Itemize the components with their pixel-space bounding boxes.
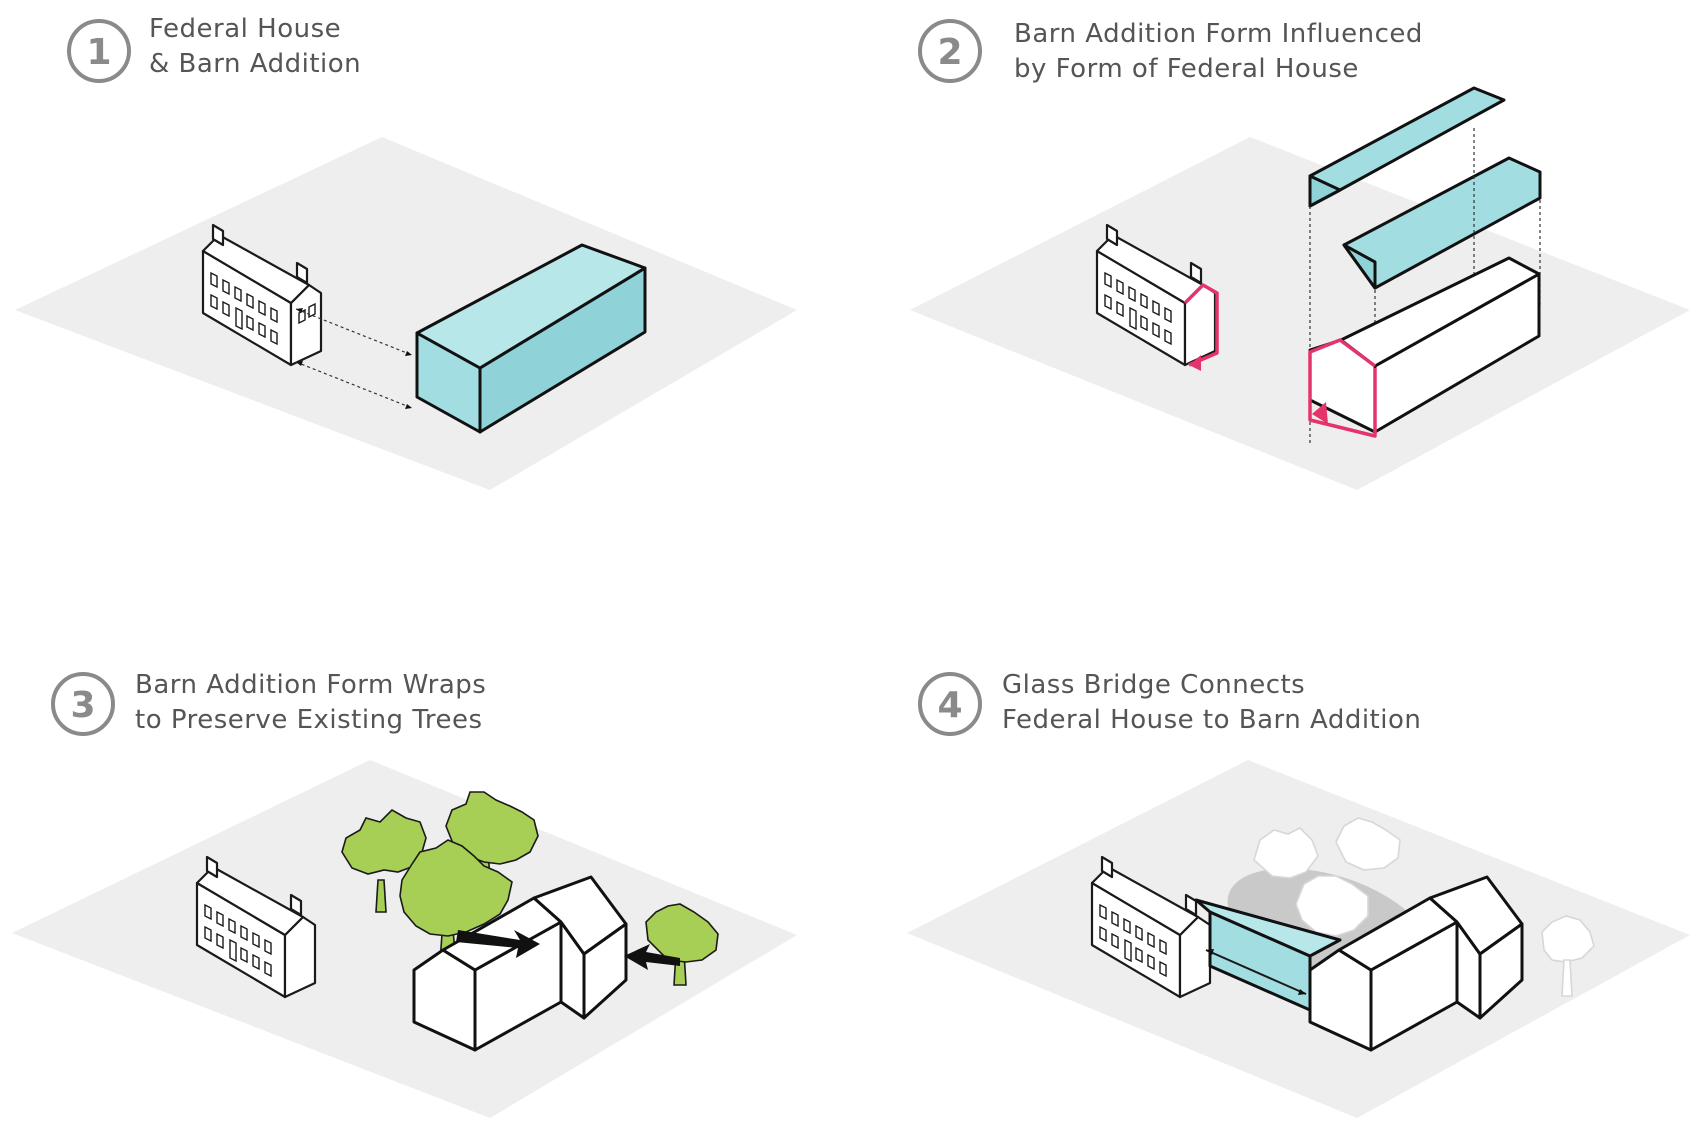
panel-title-line1: Barn Addition Form Wraps <box>135 670 486 700</box>
step-number: 4 <box>937 685 962 726</box>
glass-bridge <box>1194 898 1342 1012</box>
panel-1: 1 Federal House & Barn Addition <box>15 14 797 490</box>
panel-3: 3 Barn Addition Form Wraps to Preserve E… <box>12 670 797 1118</box>
ground-plane <box>15 137 797 490</box>
wrapped-barn-form <box>1308 875 1524 1052</box>
federal-house <box>1090 855 1212 999</box>
tree <box>341 809 427 913</box>
panel-2: 2 Barn Addition Form Influenced by Form … <box>910 19 1690 490</box>
federal-house <box>195 855 317 999</box>
step-badge-1: 1 <box>67 19 131 83</box>
existing-trees <box>341 791 719 986</box>
barn-volume-teal <box>415 243 647 434</box>
federal-house <box>1095 223 1219 371</box>
panel-title-line2: by Form of Federal House <box>1014 54 1359 84</box>
step-badge-3: 3 <box>51 672 115 736</box>
federal-house <box>201 223 323 367</box>
panel-title-line2: to Preserve Existing Trees <box>135 705 483 735</box>
barn-gable-form <box>1308 256 1541 438</box>
panel-title-line2: Federal House to Barn Addition <box>1002 705 1421 735</box>
dimension-lines <box>295 308 413 409</box>
ground-plane <box>910 137 1690 490</box>
step-badge-2: 2 <box>918 19 982 83</box>
panel-4: 4 Glass Bridge Connects Federal House to… <box>907 670 1690 1118</box>
step-number: 3 <box>70 685 95 726</box>
exploded-roof-panels <box>1308 86 1542 445</box>
step-badge-4: 4 <box>918 672 982 736</box>
push-arrows <box>456 930 680 970</box>
step-number: 2 <box>937 32 962 73</box>
panel-title-line2: & Barn Addition <box>149 49 361 79</box>
tree <box>645 903 719 986</box>
wrapped-barn-form <box>412 875 628 1052</box>
panel-title-line1: Federal House <box>149 14 341 44</box>
panel-title-line1: Glass Bridge Connects <box>1002 670 1305 700</box>
panel-title-line1: Barn Addition Form Influenced <box>1014 19 1423 49</box>
ground-plane <box>12 760 797 1118</box>
step-number: 1 <box>86 32 111 73</box>
